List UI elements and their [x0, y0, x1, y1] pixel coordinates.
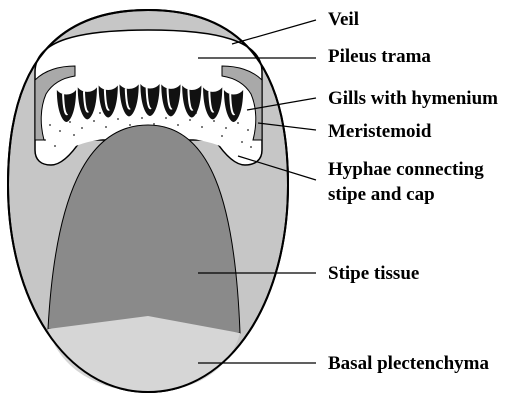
label-meristemoid: Meristemoid [328, 121, 431, 143]
label-gills-with-hymenium: Gills with hymenium [328, 88, 498, 110]
label-veil: Veil [328, 9, 359, 31]
label-stipe-tissue: Stipe tissue [328, 263, 419, 285]
label-pileus-trama: Pileus trama [328, 46, 431, 68]
label-hyphae-line2: stipe and cap [328, 182, 484, 207]
label-hyphae-line1: Hyphae connecting [328, 157, 484, 182]
label-hyphae-connecting: Hyphae connecting stipe and cap [328, 157, 484, 207]
label-basal-plectenchyma: Basal plectenchyma [328, 353, 489, 375]
leader-veil [232, 20, 316, 44]
